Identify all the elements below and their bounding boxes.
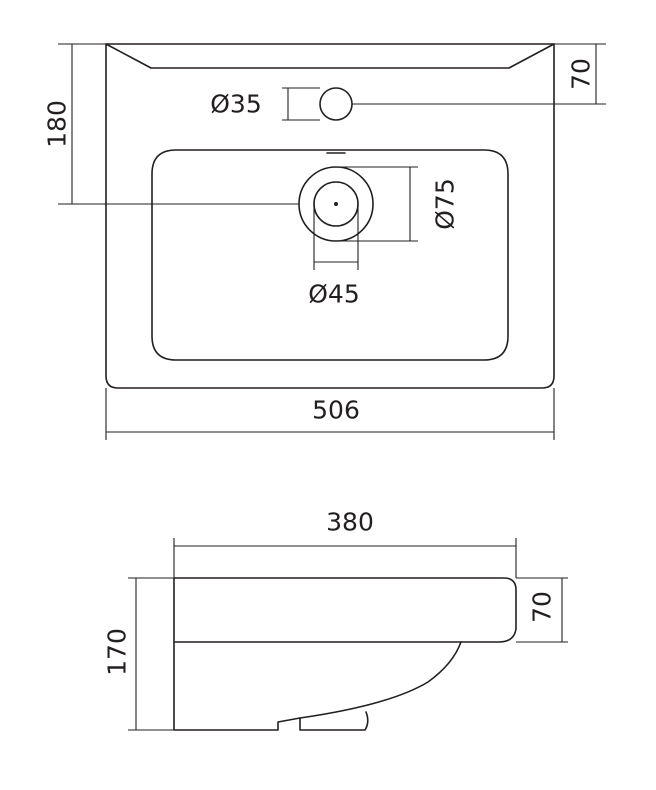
label-depth-380: 380 [326,508,374,537]
top-view: 180 70 Ø35 Ø75 Ø45 506 [43,43,606,440]
dim-depth-380 [173,538,517,578]
dim-height-170 [128,577,174,731]
side-bowl-curve [173,641,462,731]
drain-center [334,202,338,206]
label-faucet-offset-70: 70 [567,58,596,90]
dim-height-180 [58,43,299,205]
side-drain-outline [299,711,369,731]
dim-rim-70 [516,577,568,643]
dim-drain-inner [313,204,359,270]
label-drain-outer: Ø75 [431,178,460,230]
label-drain-inner: Ø45 [308,280,360,309]
dim-drain-outer [336,166,418,242]
side-profile-outline [173,577,517,643]
basin-outer-outline [105,43,555,389]
label-width-506: 506 [312,396,360,425]
dim-faucet-offset-70 [352,43,606,105]
basin-rim-inner-outline [105,43,555,69]
dim-width-506 [105,388,555,440]
label-faucet-hole: Ø35 [210,90,262,119]
faucet-hole [319,87,353,121]
side-view: 380 170 70 [103,508,568,731]
label-height-180: 180 [43,100,72,148]
dim-faucet-hole [282,87,320,121]
label-rim-70: 70 [528,591,557,623]
label-height-170: 170 [103,628,132,676]
bowl-outline [151,149,509,361]
